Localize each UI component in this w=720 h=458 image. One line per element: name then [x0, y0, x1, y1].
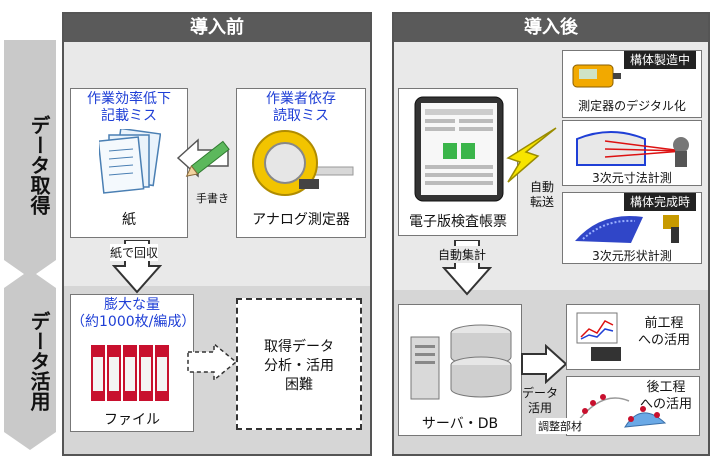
- lightning-icon: [506, 127, 557, 183]
- before-title: 導入前: [64, 14, 370, 42]
- paper-label: 紙: [122, 212, 136, 228]
- prev-process-box: 前工程 への活用: [566, 304, 700, 370]
- difficulty-box: 取得データ 分析・活用 困難: [236, 298, 362, 430]
- handwrite-label: 手書き: [196, 192, 229, 205]
- data-use-label: データ 活用: [522, 386, 559, 415]
- analog-heading: 作業者依存 読取ミス: [266, 91, 336, 124]
- digital-caliper-icon: [572, 64, 621, 88]
- collect-label: 紙で回収: [110, 244, 159, 261]
- chart-monitor-icon: [576, 312, 621, 361]
- adjustment-part-label: 調整部材: [536, 418, 584, 434]
- shape3-label: 3次元形状計測: [592, 249, 672, 263]
- documents-icon: [99, 129, 161, 194]
- analog-label: アナログ測定器: [252, 212, 350, 228]
- side-label-top: データ取得: [27, 115, 51, 215]
- after-title: 導入後: [394, 14, 708, 42]
- tablet-label: 電子版検査帳票: [409, 214, 507, 230]
- handwrite-arrow: [176, 138, 230, 178]
- paper-box: 作業効率低下 記載ミス 紙: [70, 88, 188, 238]
- tablet-box: 電子版検査帳票: [398, 88, 518, 236]
- dim3-label: 3次元寸法計測: [592, 171, 672, 185]
- prev-process-label: 前工程 への活用: [637, 316, 690, 348]
- server-label: サーバ・DB: [421, 416, 499, 432]
- tablet-icon: [414, 96, 504, 202]
- shape-scan-icon: [575, 215, 679, 243]
- shape3-tag: 構体完成時: [624, 193, 697, 211]
- server-db-icon: [410, 324, 512, 400]
- dim3-tag: 構体製造中: [624, 51, 697, 69]
- binders-icon: [91, 345, 169, 401]
- server-box: サーバ・DB: [398, 304, 522, 436]
- next-process-label: 後工程 への活用: [639, 380, 692, 412]
- data-use-arrow: [521, 344, 568, 384]
- side-label-bottom: データ活用: [27, 311, 51, 411]
- dimension-scan-icon: [576, 131, 689, 167]
- analog-box: 作業者依存 読取ミス アナログ測定器: [236, 88, 366, 238]
- digital-label: 測定器のデジタル化: [578, 99, 686, 113]
- file-box: 膨大な量 （約1000枚/編成） ファイル: [70, 294, 196, 432]
- auto-total-label: 自動集計: [438, 246, 487, 263]
- auto-transfer-label: 自動 転送: [530, 180, 555, 209]
- side-arrow: [4, 40, 56, 450]
- next-process-box: 後工程 への活用: [566, 376, 700, 436]
- file-heading: 膨大な量 （約1000枚/編成）: [71, 297, 196, 330]
- paper-heading: 作業効率低下 記載ミス: [87, 91, 171, 124]
- dim3-box: 3次元寸法計測: [562, 120, 702, 186]
- tape-measure-icon: [252, 130, 354, 196]
- file-label: ファイル: [104, 412, 160, 428]
- dashed-arrow: [187, 342, 238, 382]
- difficulty-text: 取得データ 分析・活用 困難: [264, 339, 334, 393]
